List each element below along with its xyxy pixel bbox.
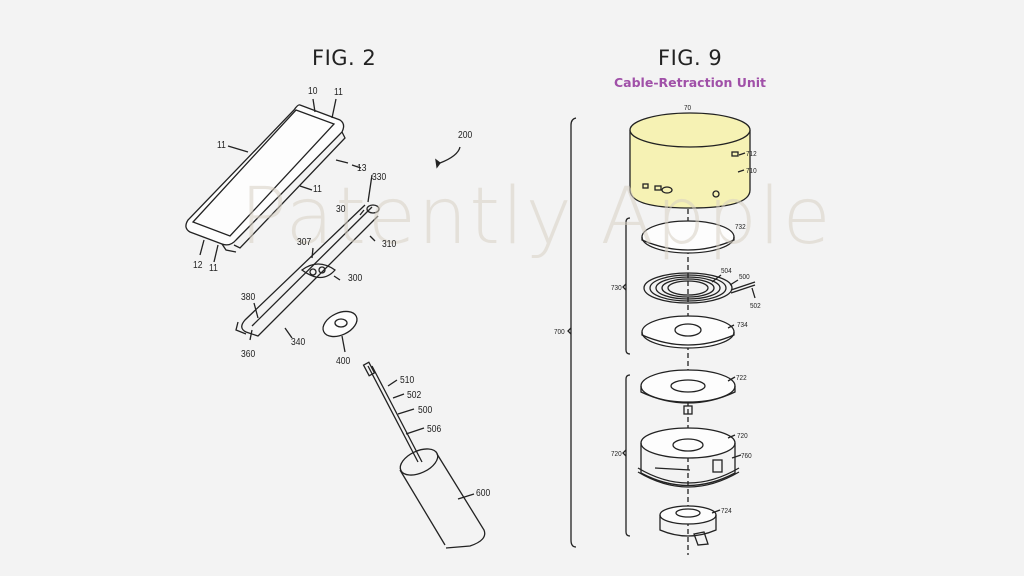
ref-label-600: 600 <box>476 488 491 499</box>
ref-label-732: 732 <box>735 222 746 231</box>
ref-label-722: 722 <box>736 373 747 382</box>
ref-label-360: 360 <box>241 349 256 360</box>
base-unit-drawing <box>637 427 740 488</box>
spiral-spring-drawing <box>643 272 756 304</box>
fig2-title: FIG. 2 <box>312 46 377 70</box>
phone-drawing <box>185 104 346 253</box>
cable-tube-drawing <box>362 361 486 549</box>
ref-label-10: 10 <box>308 86 318 97</box>
ref-label-11: 11 <box>209 263 218 274</box>
ref-label-502: 502 <box>750 301 761 310</box>
ref-label-700: 700 <box>554 327 565 336</box>
ref-label-510: 510 <box>400 375 415 386</box>
housing-drawing <box>629 112 751 209</box>
ref-label-30x: 30 <box>336 204 346 215</box>
ref-label-720: 720 <box>737 431 748 440</box>
ref-label-13: 13 <box>357 163 367 174</box>
ref-label-720-bracket: 720 <box>611 449 622 458</box>
ref-label-400: 400 <box>336 356 351 367</box>
ref-label-734: 734 <box>737 320 748 329</box>
ref-label-70: 70 <box>684 103 692 112</box>
ref-label-760: 760 <box>741 451 752 460</box>
band-drawing <box>235 204 380 337</box>
ref-label-710: 710 <box>746 166 757 175</box>
watermark-text: Patently Apple <box>240 172 833 262</box>
ref-label-730: 730 <box>611 283 622 292</box>
ref-label-504: 504 <box>721 266 732 275</box>
ref-label-310: 310 <box>382 239 397 250</box>
ref-label-724: 724 <box>721 506 732 515</box>
ref-label-12: 12 <box>193 260 203 271</box>
ref-label-307: 307 <box>297 237 312 248</box>
ref-label-200: 200 <box>458 130 473 141</box>
ref-label-11: 11 <box>217 140 226 151</box>
ref-label-300: 300 <box>348 273 363 284</box>
ref-label-380: 380 <box>241 292 256 303</box>
ref-label-500: 500 <box>739 272 750 281</box>
ref-label-500: 500 <box>418 405 433 416</box>
ref-label-11: 11 <box>313 184 322 195</box>
fig9-subtitle: Cable-Retraction Unit <box>614 75 767 90</box>
fig9-title: FIG. 9 <box>658 46 723 70</box>
ref-label-506: 506 <box>427 424 442 435</box>
ref-label-11: 11 <box>334 87 343 98</box>
ref-label-340: 340 <box>291 337 306 348</box>
ref-label-502: 502 <box>407 390 422 401</box>
ref-label-330: 330 <box>372 172 387 183</box>
collar-drawing <box>659 505 717 546</box>
ref-label-712: 712 <box>746 149 757 158</box>
